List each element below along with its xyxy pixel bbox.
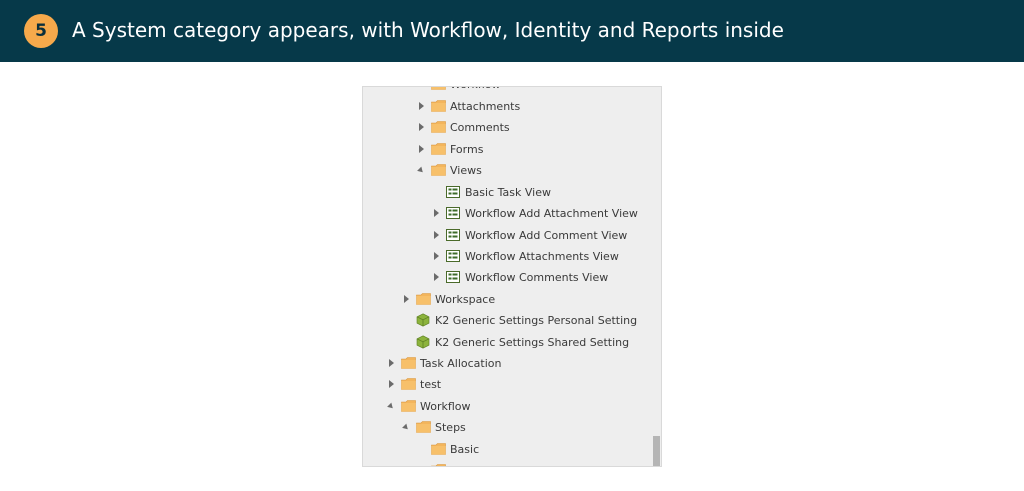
folder-icon (415, 292, 431, 306)
tree-item-label: Comments (450, 120, 510, 134)
expand-arrow-icon[interactable] (430, 225, 442, 245)
toggle-spacer (415, 439, 427, 459)
folder-icon (400, 377, 416, 391)
expand-arrow-icon[interactable] (430, 246, 442, 266)
tree-item[interactable]: CRM (415, 460, 475, 467)
tree-item-label: Views (450, 163, 482, 177)
smartobject-icon (415, 335, 431, 349)
tree-item-label: Attachments (450, 99, 521, 113)
folder-icon (415, 420, 431, 434)
tree-item[interactable]: Workflow Add Comment View (430, 225, 627, 245)
tree-item[interactable]: Attachments (415, 96, 520, 116)
scrollbar-thumb[interactable] (653, 436, 660, 466)
tree-item-label: Forms (450, 142, 484, 156)
tree-item[interactable]: Task Allocation (385, 353, 501, 373)
tree-item-label: CRM (450, 464, 475, 467)
folder-icon (430, 87, 446, 91)
tree-item-label: Steps (435, 420, 466, 434)
tree-item[interactable]: Basic Task View (430, 182, 551, 202)
tree-item[interactable]: Workflow (385, 396, 471, 416)
step-header: 5 A System category appears, with Workfl… (0, 0, 1024, 62)
tree-item-label: Basic Task View (465, 185, 551, 199)
tree-item[interactable]: Basic (415, 439, 479, 459)
tree-item[interactable]: Steps (400, 417, 466, 437)
view-icon (445, 249, 461, 263)
tree-item[interactable]: Workflow Attachments View (430, 246, 619, 266)
expand-arrow-icon[interactable] (415, 96, 427, 116)
folder-icon (430, 463, 446, 466)
tree-item[interactable]: K2 Generic Settings Personal Setting (400, 310, 637, 330)
view-icon (445, 270, 461, 284)
toggle-spacer (400, 332, 412, 352)
folder-icon (430, 142, 446, 156)
tree-item[interactable]: Views (415, 160, 482, 180)
tree-item[interactable]: Comments (415, 117, 510, 137)
tree-item-label: K2 Generic Settings Shared Setting (435, 335, 630, 349)
tree-item-label: test (420, 377, 442, 391)
tree-item[interactable]: Workflow Add Attachment View (430, 203, 638, 223)
tree-item-label: Workflow Add Comment View (465, 228, 628, 242)
smartobject-icon (415, 313, 431, 327)
step-title: A System category appears, with Workflow… (72, 18, 784, 42)
expand-arrow-icon[interactable] (400, 289, 412, 309)
expand-arrow-icon[interactable] (430, 267, 442, 287)
toggle-spacer (415, 460, 427, 466)
expand-arrow-icon[interactable] (385, 353, 397, 373)
tree-item-label: Workflow Attachments View (465, 249, 619, 263)
category-tree-panel[interactable]: WorkflowAttachmentsCommentsFormsViewsBas… (362, 86, 662, 467)
collapse-arrow-icon[interactable] (400, 417, 412, 437)
expand-arrow-icon[interactable] (430, 203, 442, 223)
toggle-spacer (400, 310, 412, 330)
folder-icon (430, 99, 446, 113)
tree-item-label: Basic (450, 442, 480, 456)
tree-item-label: Workflow (420, 399, 471, 413)
toggle-spacer (430, 182, 442, 202)
tree-item-label: Workspace (435, 292, 496, 306)
expand-arrow-icon[interactable] (415, 139, 427, 159)
folder-icon (400, 399, 416, 413)
folder-icon (430, 163, 446, 177)
tree-item-label: Workflow Comments View (465, 270, 609, 284)
tree-item-label: Workflow Add Attachment View (465, 206, 638, 220)
tree-item[interactable]: Forms (415, 139, 483, 159)
folder-icon (430, 442, 446, 456)
collapse-arrow-icon[interactable] (385, 396, 397, 416)
view-icon (445, 206, 461, 220)
toggle-spacer (415, 87, 427, 94)
tree-item-label: K2 Generic Settings Personal Setting (435, 313, 638, 327)
step-number-badge: 5 (24, 14, 58, 48)
tree-item[interactable]: Workspace (400, 289, 495, 309)
collapse-arrow-icon[interactable] (415, 160, 427, 180)
tree-item[interactable]: Workflow (415, 87, 501, 94)
tree-item[interactable]: K2 Generic Settings Shared Setting (400, 332, 629, 352)
view-icon (445, 185, 461, 199)
tree-item-label: Workflow (450, 87, 501, 91)
tree-item-label: Task Allocation (420, 356, 502, 370)
view-icon (445, 228, 461, 242)
folder-icon (400, 356, 416, 370)
folder-icon (430, 120, 446, 134)
tree-item[interactable]: test (385, 374, 441, 394)
expand-arrow-icon[interactable] (415, 117, 427, 137)
expand-arrow-icon[interactable] (385, 374, 397, 394)
tree-item[interactable]: Workflow Comments View (430, 267, 608, 287)
